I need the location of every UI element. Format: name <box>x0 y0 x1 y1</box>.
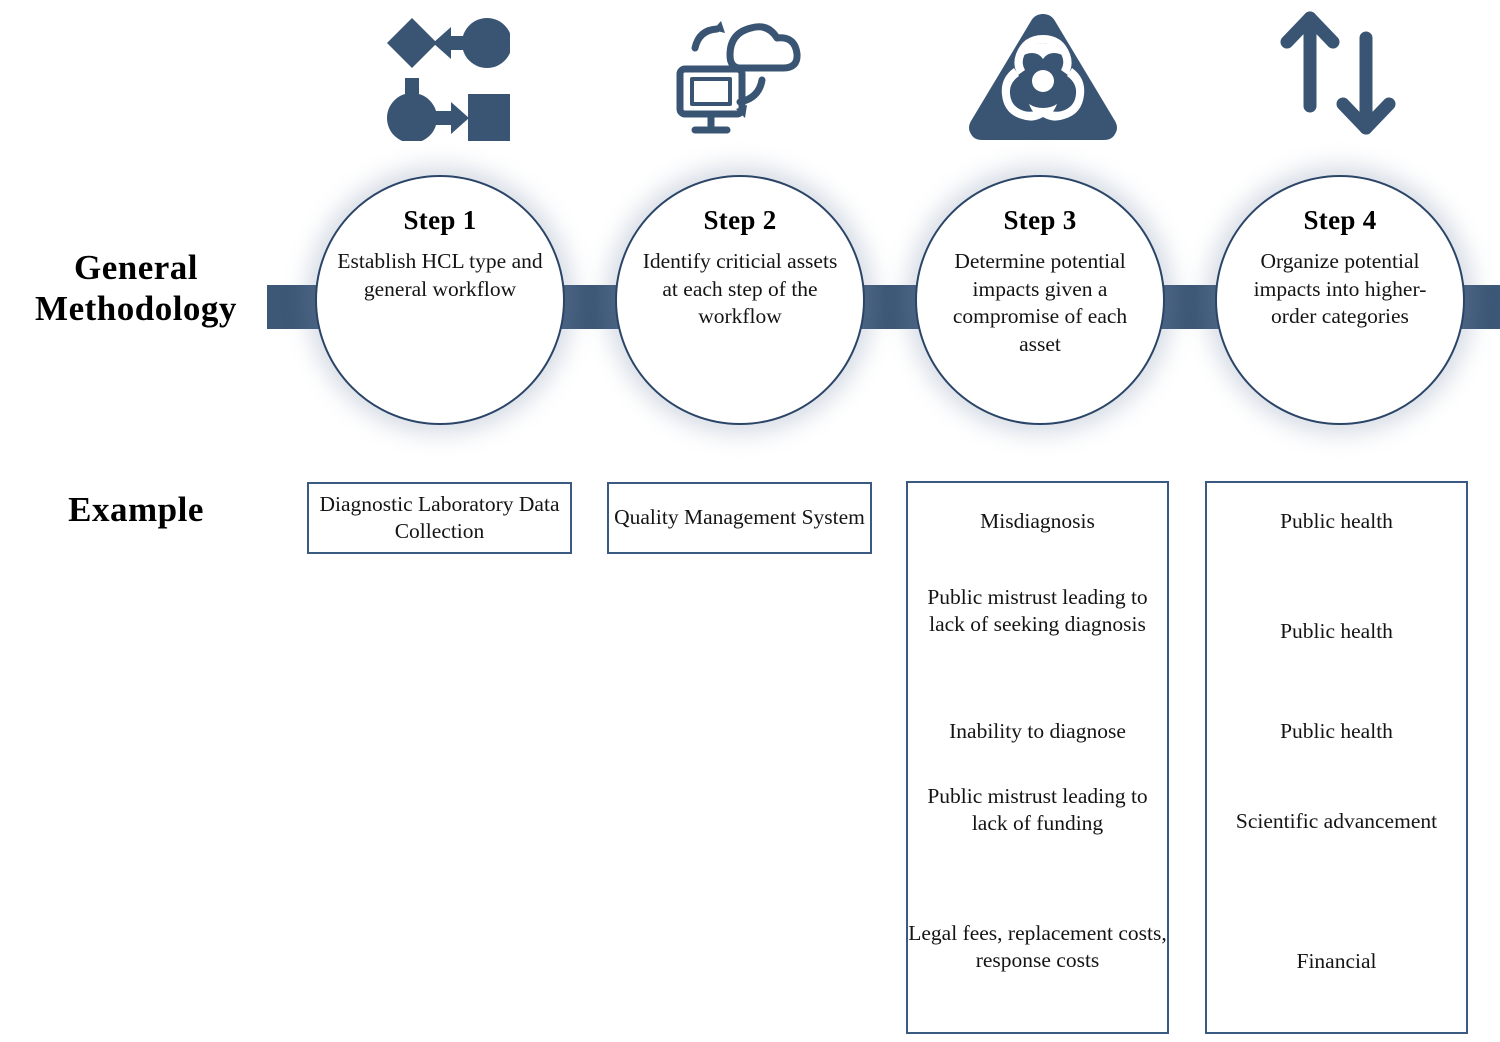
example-box-4[interactable]: Public health Public health Public healt… <box>1205 481 1468 1034</box>
example-box-1[interactable]: Diagnostic Laboratory Data Collection <box>307 482 572 554</box>
example-box-3-item-1: Misdiagnosis <box>980 509 1095 533</box>
step-description-3: Determine potential impacts given a comp… <box>952 249 1128 356</box>
example-box-4-item-2: Public health <box>1280 619 1393 643</box>
step-title-4: Step 4 <box>1303 205 1377 235</box>
cloud-sync-computer-icon <box>668 8 803 143</box>
example-box-2[interactable]: Quality Management System <box>607 482 872 554</box>
example-box-3[interactable]: Misdiagnosis Public mistrust leading to … <box>906 481 1169 1034</box>
step-description-4: Organize potential impacts into higher-o… <box>1253 249 1427 329</box>
step-description-2: Identify criticial assets at each step o… <box>642 249 838 329</box>
step-circle-2[interactable]: Step 2 Identify criticial assets at each… <box>615 175 865 425</box>
example-box-1-text: Diagnostic Laboratory Data Collection <box>319 491 560 543</box>
example-box-2-text: Quality Management System <box>614 505 865 530</box>
step-circle-3[interactable]: Step 3 Determine potential impacts given… <box>915 175 1165 425</box>
example-box-4-item-1: Public health <box>1280 509 1393 533</box>
step-title-2: Step 2 <box>703 205 777 235</box>
example-box-4-item-3: Public health <box>1280 719 1393 743</box>
example-box-4-item-5: Financial <box>1296 949 1377 973</box>
row-label-line-2: Methodology <box>35 289 237 329</box>
up-down-arrows-icon <box>1272 4 1407 149</box>
step-title-3: Step 3 <box>1003 205 1077 235</box>
workflow-diagram-icon <box>375 6 516 146</box>
row-label-example: Example <box>68 490 204 529</box>
row-label-general-methodology: General Methodology <box>10 247 262 330</box>
biohazard-warning-icon <box>963 8 1123 145</box>
step-circle-4[interactable]: Step 4 Organize potential impacts into h… <box>1215 175 1465 425</box>
step-title-1: Step 1 <box>403 205 477 235</box>
step-circle-1[interactable]: Step 1 Establish HCL type and general wo… <box>315 175 565 425</box>
example-box-3-item-4: Public mistrust leading to lack of fundi… <box>927 784 1148 836</box>
row-label-line-1: General <box>73 248 199 287</box>
example-box-3-item-2: Public mistrust leading to lack of seeki… <box>927 585 1148 637</box>
example-box-4-item-4: Scientific advancement <box>1235 809 1438 833</box>
example-box-3-item-5: Legal fees, replacement costs, response … <box>908 921 1167 973</box>
example-box-3-item-3: Inability to diagnose <box>949 719 1126 743</box>
step-description-1: Establish HCL type and general workflow <box>337 249 543 301</box>
